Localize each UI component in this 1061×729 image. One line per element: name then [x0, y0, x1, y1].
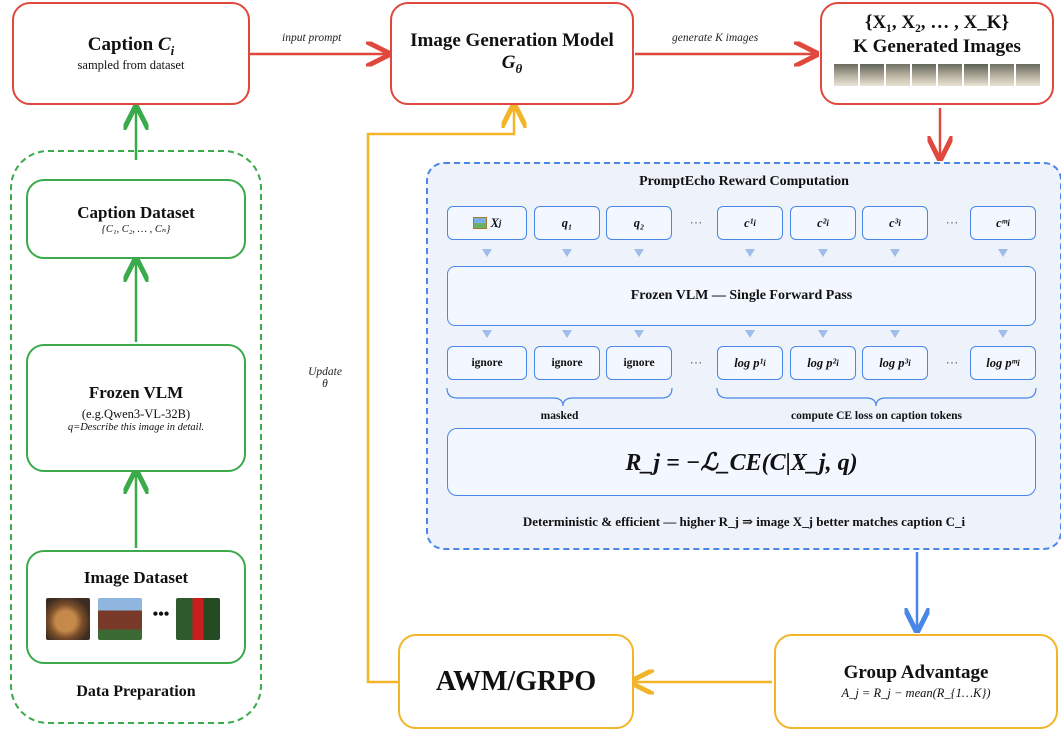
generated-set: {X₁, X₂, … , X_K}	[864, 12, 1010, 33]
image-strip	[834, 64, 1040, 86]
generate-label: generate K images	[672, 32, 759, 44]
token-ellipsis: ⋯	[689, 215, 703, 230]
flow-triangle	[482, 249, 492, 257]
flow-triangle	[482, 330, 492, 338]
token-q2: q₂	[606, 206, 672, 240]
group-advantage-title: Group Advantage	[843, 662, 989, 683]
flow-triangle	[818, 249, 828, 257]
caption-title: Caption Ci	[87, 33, 175, 58]
generated-title: K Generated Images	[853, 36, 1021, 57]
red-dress-photo	[176, 598, 220, 640]
bread-photo	[46, 598, 90, 640]
flow-triangle	[745, 330, 755, 338]
caption-dataset-title: Caption Dataset	[77, 203, 195, 222]
reward-footer: Deterministic & efficient — higher R_j ⇒…	[522, 514, 966, 529]
flow-triangle	[998, 330, 1008, 338]
reward-title: PromptEcho Reward Computation	[639, 174, 849, 189]
frozen-vlm-model: (e.g.Qwen3-VL-32B)	[81, 407, 191, 421]
church-photo	[98, 598, 142, 640]
update-label: Update θ	[308, 366, 342, 390]
flow-triangle	[818, 330, 828, 338]
output-ellipsis-2: ⋯	[945, 355, 959, 370]
forward-pass-bar: Frozen VLM — Single Forward Pass	[447, 266, 1036, 326]
flow-triangle	[562, 330, 572, 338]
output-ignore-3: ignore	[606, 346, 672, 380]
caption-desc: sampled from dataset	[77, 58, 185, 73]
caption-dataset-set: {C₁, C₂, … , Cₙ}	[101, 224, 171, 235]
flow-triangle	[890, 330, 900, 338]
image-ellipsis: •••	[152, 606, 170, 623]
group-advantage-box: Group Advantage A_j = R_j − mean(R_{1…K}…	[774, 634, 1058, 729]
ce-label: compute CE loss on caption tokens	[791, 410, 962, 422]
masked-label: masked	[540, 410, 579, 422]
flow-triangle	[634, 330, 644, 338]
gen-model-var: Gθ	[501, 52, 523, 76]
caption-box: Caption Ci sampled from dataset	[12, 2, 250, 105]
data-prep-group	[10, 150, 262, 724]
image-icon	[472, 217, 487, 229]
output-ellipsis: ⋯	[689, 355, 703, 370]
frozen-vlm-box: Frozen VLM (e.g.Qwen3-VL-32B) q=Describe…	[26, 344, 246, 472]
token-ellipsis-2: ⋯	[945, 215, 959, 230]
flow-triangle	[890, 249, 900, 257]
flow-triangle	[562, 249, 572, 257]
group-advantage-formula: A_j = R_j − mean(R_{1…K})	[841, 686, 991, 700]
output-ignore-2: ignore	[534, 346, 600, 380]
arrow-awm-to-model	[366, 108, 514, 684]
flow-triangle	[998, 249, 1008, 257]
image-dataset-title: Image Dataset	[83, 568, 189, 587]
flow-triangle	[634, 249, 644, 257]
caption-dataset-box: Caption Dataset {C₁, C₂, … , Cₙ}	[26, 179, 246, 259]
output-ignore-1: ignore	[447, 346, 527, 380]
awm-grpo-title: AWM/GRPO	[435, 665, 597, 697]
masked-brace	[446, 387, 673, 407]
gen-model-title: Image Generation Model	[410, 30, 614, 52]
input-prompt-label: input prompt	[282, 32, 342, 44]
token-q1: q₁	[534, 206, 600, 240]
reward-formula: R_j = −ℒ_CE(C|X_j, q)	[447, 428, 1036, 496]
generated-images-box: {X₁, X₂, … , X_K} K Generated Images	[820, 2, 1054, 105]
frozen-vlm-prompt: q=Describe this image in detail.	[67, 422, 205, 433]
flow-triangle	[745, 249, 755, 257]
data-prep-label: Data Preparation	[76, 683, 196, 700]
gen-model-box: Image Generation Model Gθ	[390, 2, 634, 105]
awm-grpo-box: AWM/GRPO	[398, 634, 634, 729]
ce-brace	[716, 387, 1037, 407]
frozen-vlm-title: Frozen VLM	[88, 383, 184, 402]
